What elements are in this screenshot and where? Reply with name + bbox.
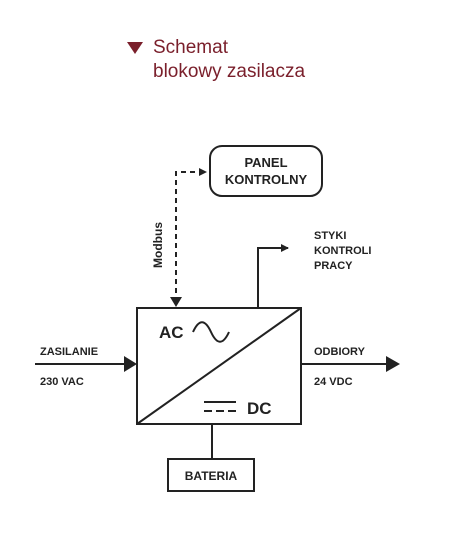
input-arrow-head-icon: [124, 356, 137, 372]
styki-label-1: STYKI: [314, 230, 346, 242]
triangle-down-icon: [127, 42, 143, 54]
modbus-link: [175, 168, 207, 302]
panel-label-2: KONTROLNY: [225, 172, 308, 187]
heading-line-1: Schemat: [153, 37, 228, 58]
output-label: ODBIORY: [314, 346, 366, 358]
battery-label: BATERIA: [185, 469, 238, 483]
diagram-heading: Schemat blokowy zasilacza: [127, 36, 305, 84]
input-label: ZASILANIE: [40, 346, 98, 358]
heading-line-2: blokowy zasilacza: [153, 61, 306, 82]
output-value: 24 VDC: [314, 376, 353, 388]
ac-label: AC: [159, 323, 184, 342]
modbus-label: Modbus: [151, 222, 165, 268]
panel-label-1: PANEL: [244, 155, 287, 170]
input-value: 230 VAC: [40, 376, 84, 388]
converter-diagonal: [136, 307, 302, 425]
panel-box: [209, 145, 323, 197]
output-arrow-head-icon: [386, 356, 400, 372]
styki-label-2: KONTROLI: [314, 245, 371, 257]
dc-label: DC: [247, 399, 272, 418]
heading-text: Schemat blokowy zasilacza: [153, 36, 305, 84]
styki-link: [257, 244, 289, 308]
sine-wave-icon: [192, 321, 230, 343]
battery-box: [167, 458, 255, 492]
modbus-arrow-down-icon: [170, 297, 182, 307]
styki-label-3: PRACY: [314, 260, 353, 272]
